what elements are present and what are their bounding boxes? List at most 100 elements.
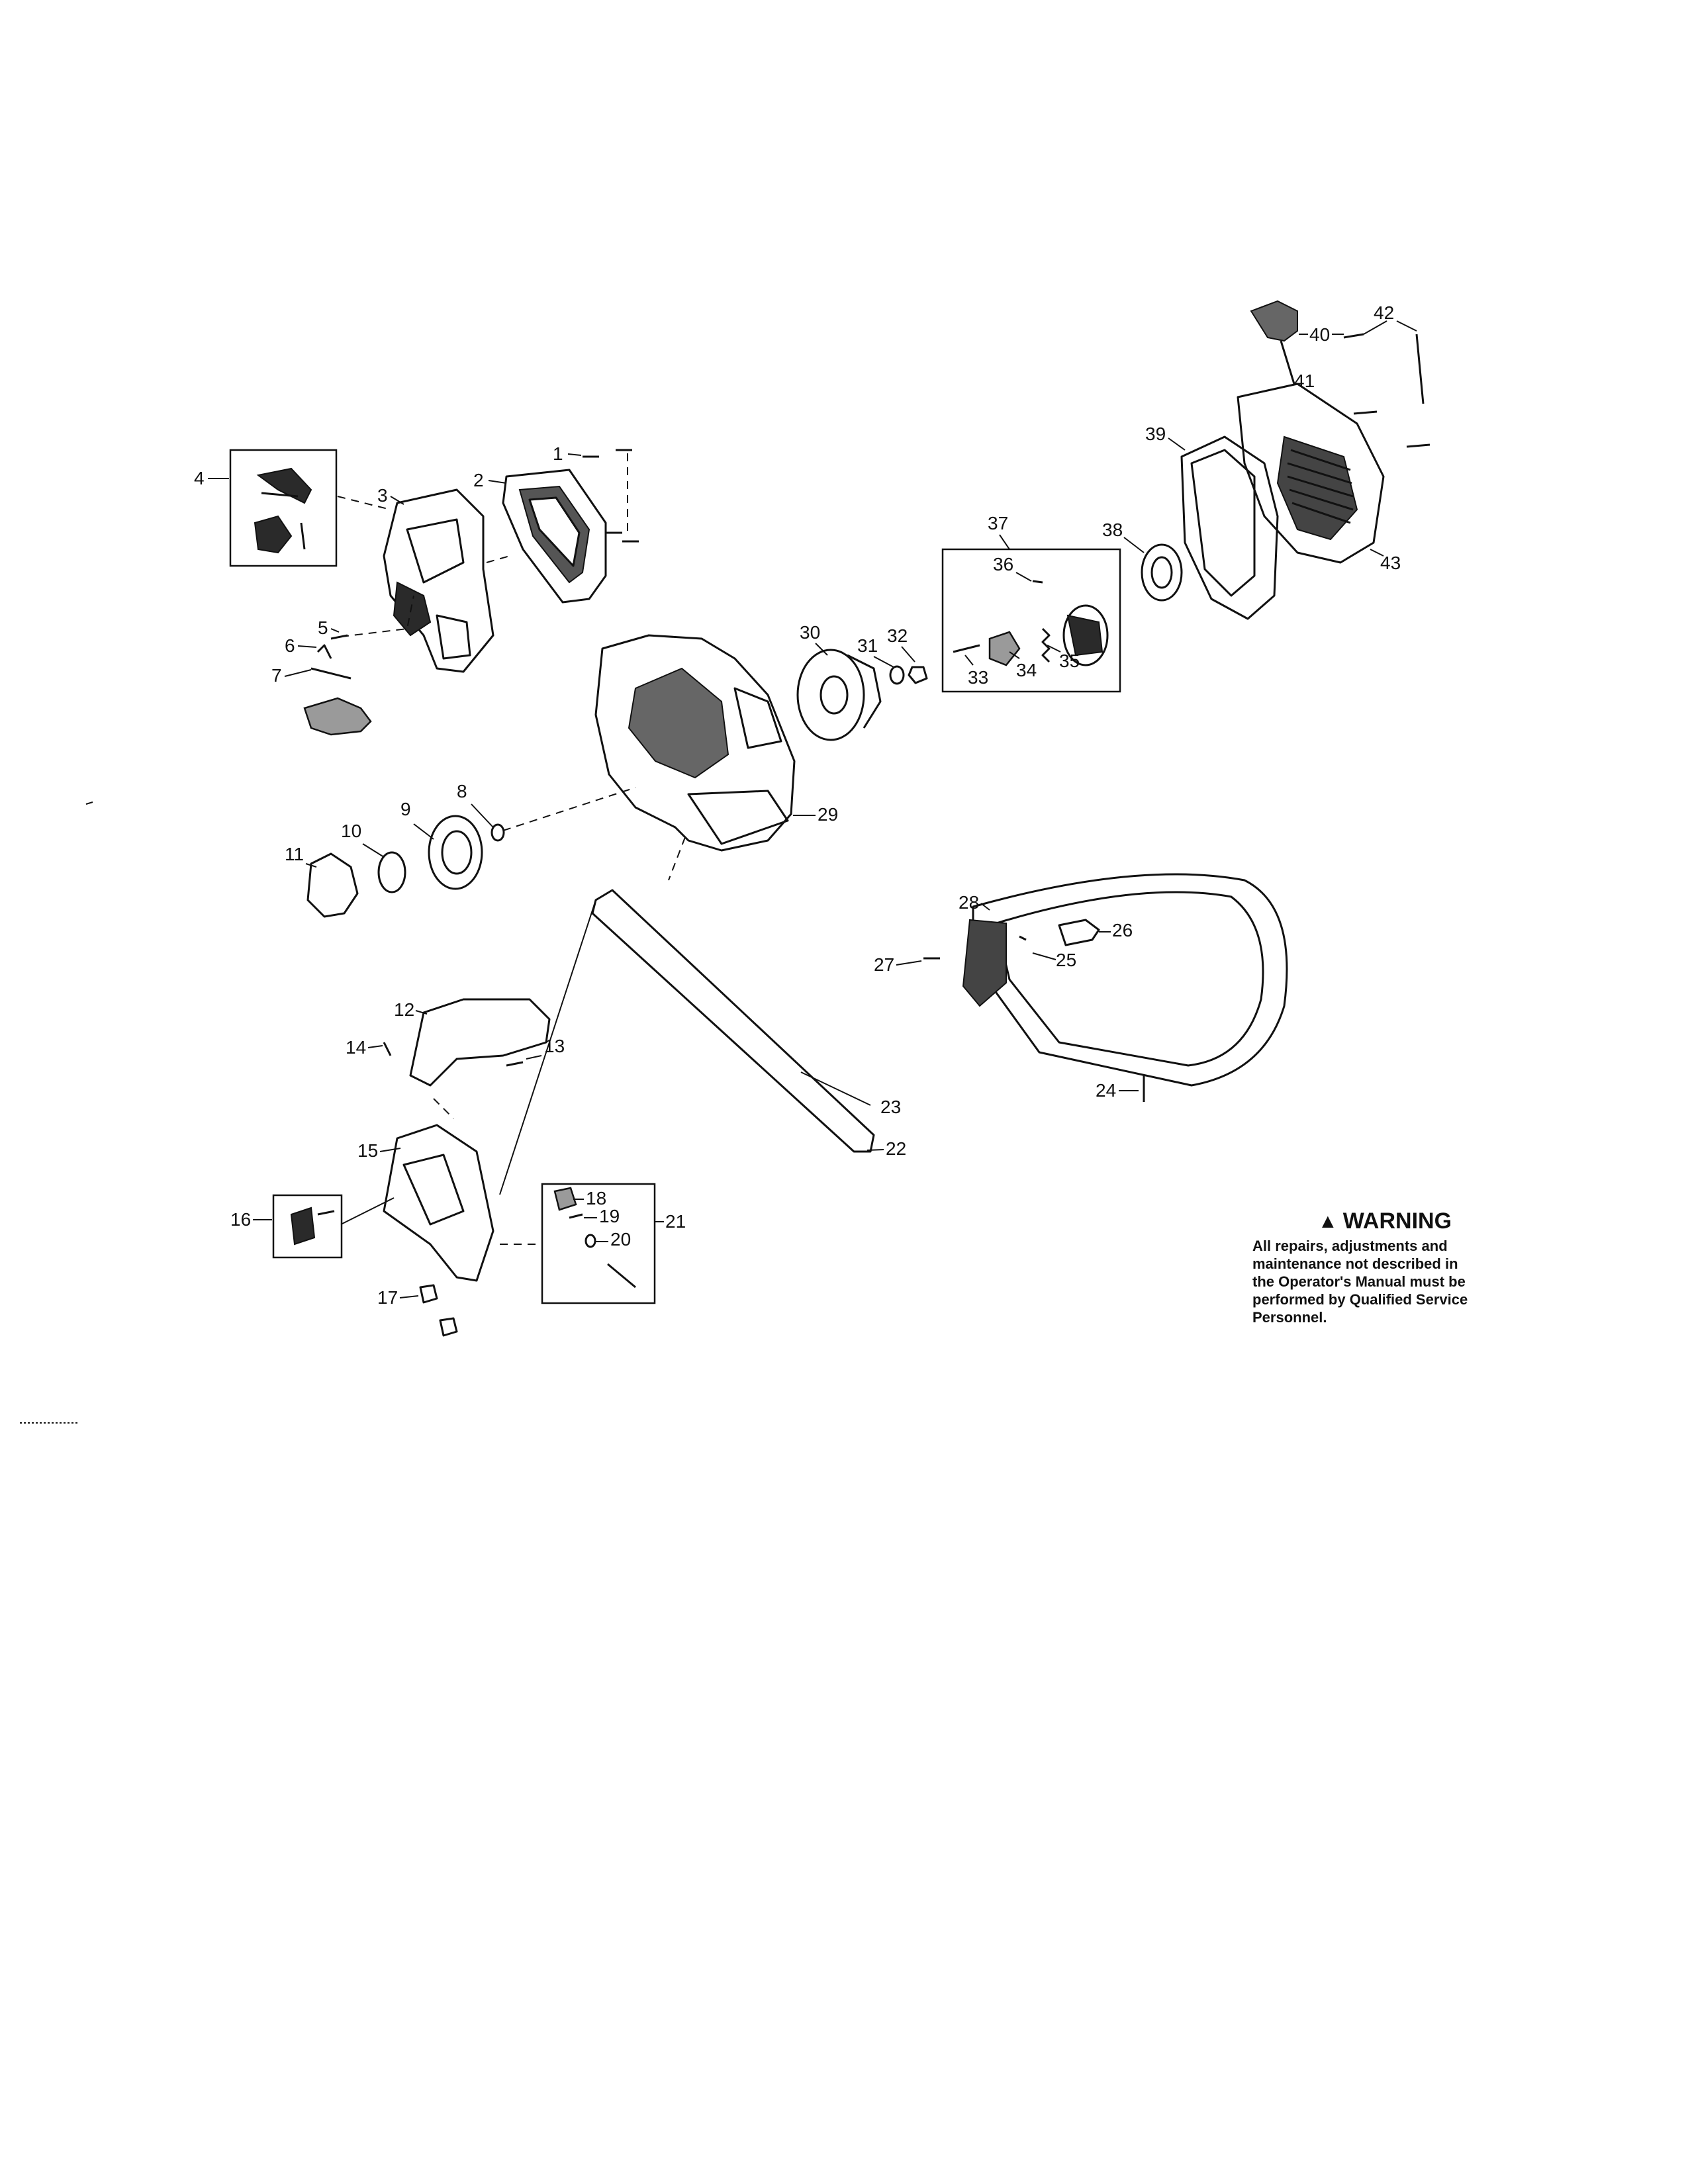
callout-21: 21 [655,1211,686,1232]
svg-text:15: 15 [357,1140,378,1161]
part-12-14 [383,998,551,1087]
callout-11: 11 [285,844,317,868]
svg-text:34: 34 [1016,660,1037,680]
callout-43: 43 [1370,549,1401,573]
part-30-flywheel [796,649,882,741]
warning-body: All repairs, adjustments and maintenance… [1252,1238,1468,1326]
part-28-front-handle [923,873,1288,1102]
svg-text:26: 26 [1112,920,1133,940]
svg-text:9: 9 [400,799,411,819]
callout-24: 24 [1096,1080,1139,1101]
part-16-kit [290,1206,335,1246]
part-42-screws [1343,320,1430,448]
part-3-rear-handle [383,488,494,673]
part-33-36 [953,580,1109,666]
svg-text:21: 21 [665,1211,686,1232]
svg-text:8: 8 [457,781,467,801]
callout-36: 36 [993,554,1032,582]
callout-7: 7 [271,665,312,686]
part-15-sprocket-cover [340,1098,494,1282]
part-22-23-bar [499,837,875,1195]
svg-text:11: 11 [285,844,304,864]
callout-10: 10 [341,821,385,858]
svg-text:12: 12 [394,999,414,1020]
part-5-6-7 [303,595,414,736]
callout-29: 29 [793,804,838,825]
callout-13: 13 [526,1036,565,1060]
callout-4: 4 [194,468,229,488]
callout-34: 34 [1009,651,1037,680]
warning-title-text: WARNING [1342,1208,1452,1234]
part-39-fan-housing [1180,435,1279,620]
svg-text:27: 27 [874,954,894,975]
callout-14: 14 [346,1037,383,1058]
svg-text:33: 33 [968,667,988,688]
svg-text:41: 41 [1294,371,1315,391]
svg-text:3: 3 [377,485,388,506]
svg-text:10: 10 [341,821,361,841]
svg-text:32: 32 [887,625,908,646]
warning-title: ▲ WARNING [1252,1208,1517,1234]
callout-26: 26 [1099,920,1133,940]
callout-37: 37 [988,513,1010,550]
svg-text:30: 30 [800,622,820,643]
callout-27: 27 [874,954,922,975]
svg-text:25: 25 [1056,950,1076,970]
kit-frame-4 [229,449,338,567]
callout-30: 30 [800,622,828,656]
callout-15: 15 [357,1140,401,1161]
svg-text:4: 4 [194,468,205,488]
part-40-41-handle-rope [1250,300,1298,385]
callout-35: 35 [1047,645,1080,671]
kit-frame-16 [272,1194,343,1259]
callout-8: 8 [457,781,494,828]
svg-text:14: 14 [346,1037,366,1058]
svg-text:38: 38 [1102,520,1123,540]
svg-text:36: 36 [993,554,1013,574]
callout-39: 39 [1145,424,1186,451]
callout-33: 33 [964,655,988,688]
svg-text:6: 6 [285,635,295,656]
callout-19: 19 [584,1206,620,1226]
callout-23: 23 [880,1097,901,1117]
svg-text:1: 1 [553,443,563,464]
callout-16: 16 [230,1209,272,1230]
part-43-starter-housing [1237,383,1385,564]
part-29-housing [594,634,796,852]
callout-22: 22 [867,1138,906,1159]
callout-40: 40 [1299,324,1344,345]
svg-text:7: 7 [271,665,282,686]
part-17-nuts [419,1284,458,1337]
callout-6: 6 [285,635,317,656]
warning-notice: ▲ WARNING All repairs, adjustments and m… [1252,1208,1517,1326]
svg-text:24: 24 [1096,1080,1116,1101]
callout-12: 12 [394,999,428,1020]
callout-18: 18 [573,1188,606,1208]
kit-frame-37 [941,548,1121,693]
assembly-guides [337,496,510,563]
svg-text:19: 19 [599,1206,620,1226]
svg-text:22: 22 [886,1138,906,1159]
callout-41: 41 [1294,371,1315,391]
svg-text:20: 20 [610,1229,631,1250]
svg-text:28: 28 [959,892,979,913]
svg-text:23: 23 [880,1097,901,1117]
part-18-20-kit [500,1187,636,1289]
callout-9: 9 [400,799,434,840]
svg-text:39: 39 [1145,424,1166,444]
svg-text:2: 2 [473,470,484,490]
svg-text:37: 37 [988,513,1008,533]
callout-32: 32 [887,625,915,662]
kit-frame-21 [541,1183,656,1304]
svg-text:16: 16 [230,1209,251,1230]
part-2-cover [502,469,607,604]
callout-28: 28 [959,892,990,913]
svg-text:18: 18 [586,1188,606,1208]
warning-triangle-icon: ▲ [1317,1210,1338,1232]
svg-text:13: 13 [544,1036,565,1056]
svg-text:43: 43 [1380,553,1401,573]
callout-3: 3 [377,485,404,506]
svg-text:40: 40 [1309,324,1330,345]
callout-2: 2 [473,470,507,490]
